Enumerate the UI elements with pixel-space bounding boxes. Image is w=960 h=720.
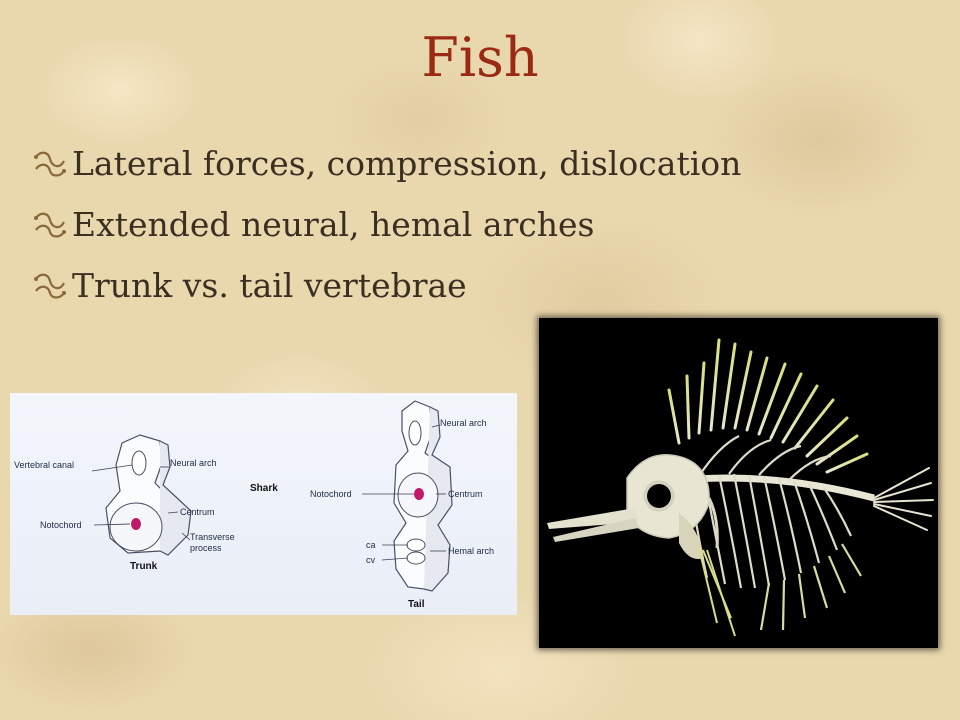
label-hemal-arch: Hemal arch [448, 546, 494, 556]
caption-trunk: Trunk [130, 561, 158, 572]
label-cv: cv [366, 555, 376, 565]
label-tail-centrum: Centrum [448, 489, 483, 499]
bullet-text: Extended neural, hemal arches [72, 205, 595, 244]
label-trunk-notochord: Notochord [40, 520, 82, 530]
label-ca: ca [366, 540, 376, 550]
vertebra-diagram-svg: Vertebral canal Neural arch Notochord Ce… [14, 400, 494, 610]
slide-title: Fish [421, 26, 539, 89]
vertebra-diagram: Vertebral canal Neural arch Notochord Ce… [10, 393, 517, 615]
trunk-vertebra [105, 434, 192, 556]
label-process: process [190, 543, 222, 553]
scroll-bullet-icon [34, 273, 66, 299]
caption-tail: Tail [408, 599, 425, 610]
notochord-dot [414, 488, 424, 500]
bullet-item: Lateral forces, compression, dislocation [30, 133, 741, 194]
fish-skeleton-illustration [547, 338, 934, 637]
bullet-text: Trunk vs. tail vertebrae [72, 266, 467, 305]
label-trunk-neural-arch: Neural arch [170, 458, 217, 468]
bullet-item: Extended neural, hemal arches [30, 194, 741, 255]
scroll-bullet-icon [34, 151, 66, 177]
notochord-dot [131, 518, 141, 530]
tail-vertebra [393, 400, 453, 592]
label-trunk-centrum: Centrum [180, 507, 215, 517]
fish-skeleton-photo [539, 318, 938, 648]
label-tail-notochord: Notochord [310, 489, 352, 499]
scroll-bullet-icon [34, 212, 66, 238]
caption-shark: Shark [250, 483, 278, 494]
bullet-list: Lateral forces, compression, dislocation… [30, 133, 741, 316]
bullet-text: Lateral forces, compression, dislocation [72, 144, 742, 183]
label-vertebral-canal: Vertebral canal [14, 460, 74, 470]
label-tail-neural-arch: Neural arch [440, 418, 487, 428]
label-transverse: Transverse [190, 532, 235, 542]
bullet-item: Trunk vs. tail vertebrae [30, 255, 741, 316]
